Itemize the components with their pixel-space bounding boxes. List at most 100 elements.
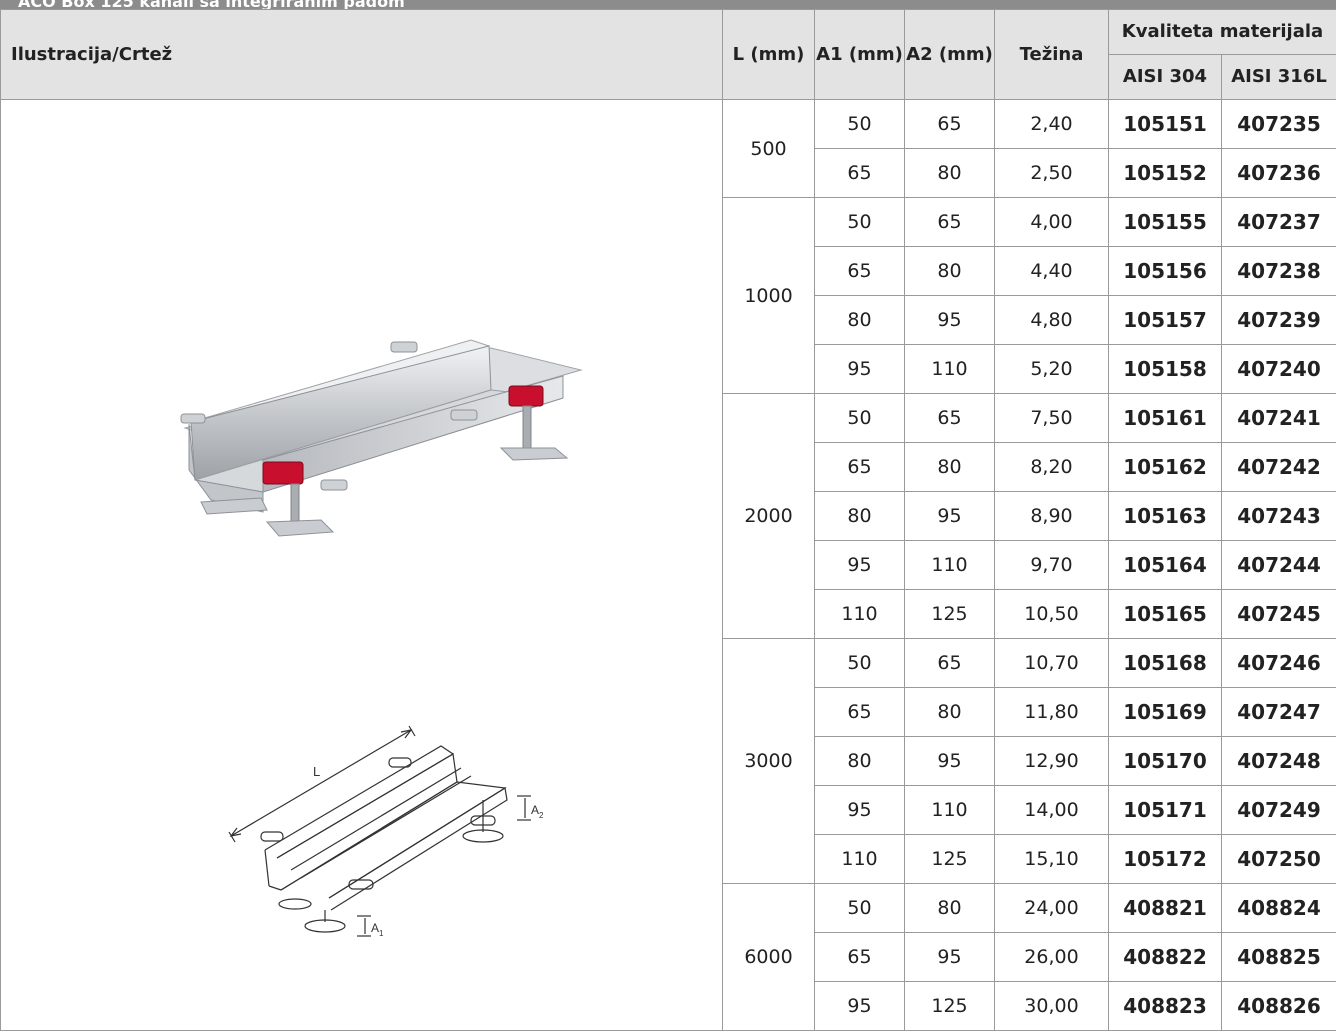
a2-cell: 80 bbox=[904, 246, 995, 296]
aisi-304-code-cell: 105168 bbox=[1108, 638, 1222, 688]
a2-cell: 65 bbox=[904, 393, 995, 443]
technical-drawing: L A 2 A 1 bbox=[228, 725, 544, 938]
a1-cell: 65 bbox=[814, 932, 905, 982]
a1-cell: 110 bbox=[814, 834, 905, 884]
a2-cell: 125 bbox=[904, 834, 995, 884]
length-cell: 3000 bbox=[722, 638, 815, 884]
a2-cell: 95 bbox=[904, 295, 995, 345]
aisi-316l-code-cell: 407236 bbox=[1221, 148, 1336, 198]
product-render-image bbox=[180, 339, 583, 537]
aisi-316l-code-cell: 408826 bbox=[1221, 981, 1336, 1031]
weight-cell: 26,00 bbox=[994, 932, 1109, 982]
dim-label-a2-sub: 2 bbox=[539, 811, 544, 820]
a1-cell: 80 bbox=[814, 736, 905, 786]
weight-cell: 2,40 bbox=[994, 99, 1109, 149]
a1-cell: 95 bbox=[814, 981, 905, 1031]
illustration-area: L A 2 A 1 bbox=[1, 100, 723, 1030]
a1-cell: 50 bbox=[814, 99, 905, 149]
a2-cell: 65 bbox=[904, 638, 995, 688]
aisi-304-code-cell: 105172 bbox=[1108, 834, 1222, 884]
a1-cell: 80 bbox=[814, 295, 905, 345]
aisi-304-code-cell: 408823 bbox=[1108, 981, 1222, 1031]
aisi-304-code-cell: 408821 bbox=[1108, 883, 1222, 933]
weight-cell: 30,00 bbox=[994, 981, 1109, 1031]
aisi-316l-code-cell: 407239 bbox=[1221, 295, 1336, 345]
weight-cell: 4,00 bbox=[994, 197, 1109, 247]
length-cell: 2000 bbox=[722, 393, 815, 639]
aisi-316l-code-cell: 407250 bbox=[1221, 834, 1336, 884]
a2-cell: 110 bbox=[904, 785, 995, 835]
a1-cell: 65 bbox=[814, 246, 905, 296]
a2-cell: 110 bbox=[904, 540, 995, 590]
aisi-316l-code-cell: 407240 bbox=[1221, 344, 1336, 394]
header-aisi-304: AISI 304 bbox=[1108, 54, 1222, 100]
weight-cell: 12,90 bbox=[994, 736, 1109, 786]
aisi-316l-code-cell: 407238 bbox=[1221, 246, 1336, 296]
header-a1: A1 (mm) bbox=[814, 9, 905, 100]
dim-label-a1-sub: 1 bbox=[379, 929, 384, 938]
weight-cell: 2,50 bbox=[994, 148, 1109, 198]
a1-cell: 50 bbox=[814, 393, 905, 443]
weight-cell: 15,10 bbox=[994, 834, 1109, 884]
a1-cell: 95 bbox=[814, 785, 905, 835]
aisi-304-code-cell: 105165 bbox=[1108, 589, 1222, 639]
aisi-316l-code-cell: 407237 bbox=[1221, 197, 1336, 247]
a2-cell: 95 bbox=[904, 491, 995, 541]
header-weight: Težina bbox=[994, 9, 1109, 100]
a1-cell: 80 bbox=[814, 491, 905, 541]
aisi-304-code-cell: 105170 bbox=[1108, 736, 1222, 786]
dim-label-l: L bbox=[313, 764, 320, 779]
a2-cell: 65 bbox=[904, 197, 995, 247]
aisi-304-code-cell: 105163 bbox=[1108, 491, 1222, 541]
aisi-304-code-cell: 105152 bbox=[1108, 148, 1222, 198]
a1-cell: 50 bbox=[814, 883, 905, 933]
aisi-304-code-cell: 105169 bbox=[1108, 687, 1222, 737]
section-title: ACO Box 125 kanali sa integriranim padom bbox=[18, 0, 405, 9]
a1-cell: 65 bbox=[814, 442, 905, 492]
weight-cell: 14,00 bbox=[994, 785, 1109, 835]
illustration-cell: L A 2 A 1 bbox=[0, 99, 723, 1031]
header-length: L (mm) bbox=[722, 9, 815, 100]
a1-cell: 65 bbox=[814, 148, 905, 198]
a2-cell: 80 bbox=[904, 883, 995, 933]
aisi-316l-code-cell: 407246 bbox=[1221, 638, 1336, 688]
a2-cell: 80 bbox=[904, 687, 995, 737]
header-aisi-316l: AISI 316L bbox=[1221, 54, 1336, 100]
aisi-304-code-cell: 105155 bbox=[1108, 197, 1222, 247]
aisi-304-code-cell: 105162 bbox=[1108, 442, 1222, 492]
a1-cell: 110 bbox=[814, 589, 905, 639]
weight-cell: 11,80 bbox=[994, 687, 1109, 737]
aisi-316l-code-cell: 407235 bbox=[1221, 99, 1336, 149]
aisi-304-code-cell: 105161 bbox=[1108, 393, 1222, 443]
a2-cell: 80 bbox=[904, 442, 995, 492]
weight-cell: 10,70 bbox=[994, 638, 1109, 688]
a2-cell: 95 bbox=[904, 932, 995, 982]
aisi-316l-code-cell: 407249 bbox=[1221, 785, 1336, 835]
a2-cell: 65 bbox=[904, 99, 995, 149]
aisi-316l-code-cell: 407248 bbox=[1221, 736, 1336, 786]
a1-cell: 50 bbox=[814, 638, 905, 688]
aisi-304-code-cell: 105157 bbox=[1108, 295, 1222, 345]
aisi-316l-code-cell: 408825 bbox=[1221, 932, 1336, 982]
aisi-304-code-cell: 105158 bbox=[1108, 344, 1222, 394]
weight-cell: 5,20 bbox=[994, 344, 1109, 394]
weight-cell: 24,00 bbox=[994, 883, 1109, 933]
length-cell: 1000 bbox=[722, 197, 815, 394]
aisi-316l-code-cell: 408824 bbox=[1221, 883, 1336, 933]
weight-cell: 9,70 bbox=[994, 540, 1109, 590]
aisi-316l-code-cell: 407243 bbox=[1221, 491, 1336, 541]
